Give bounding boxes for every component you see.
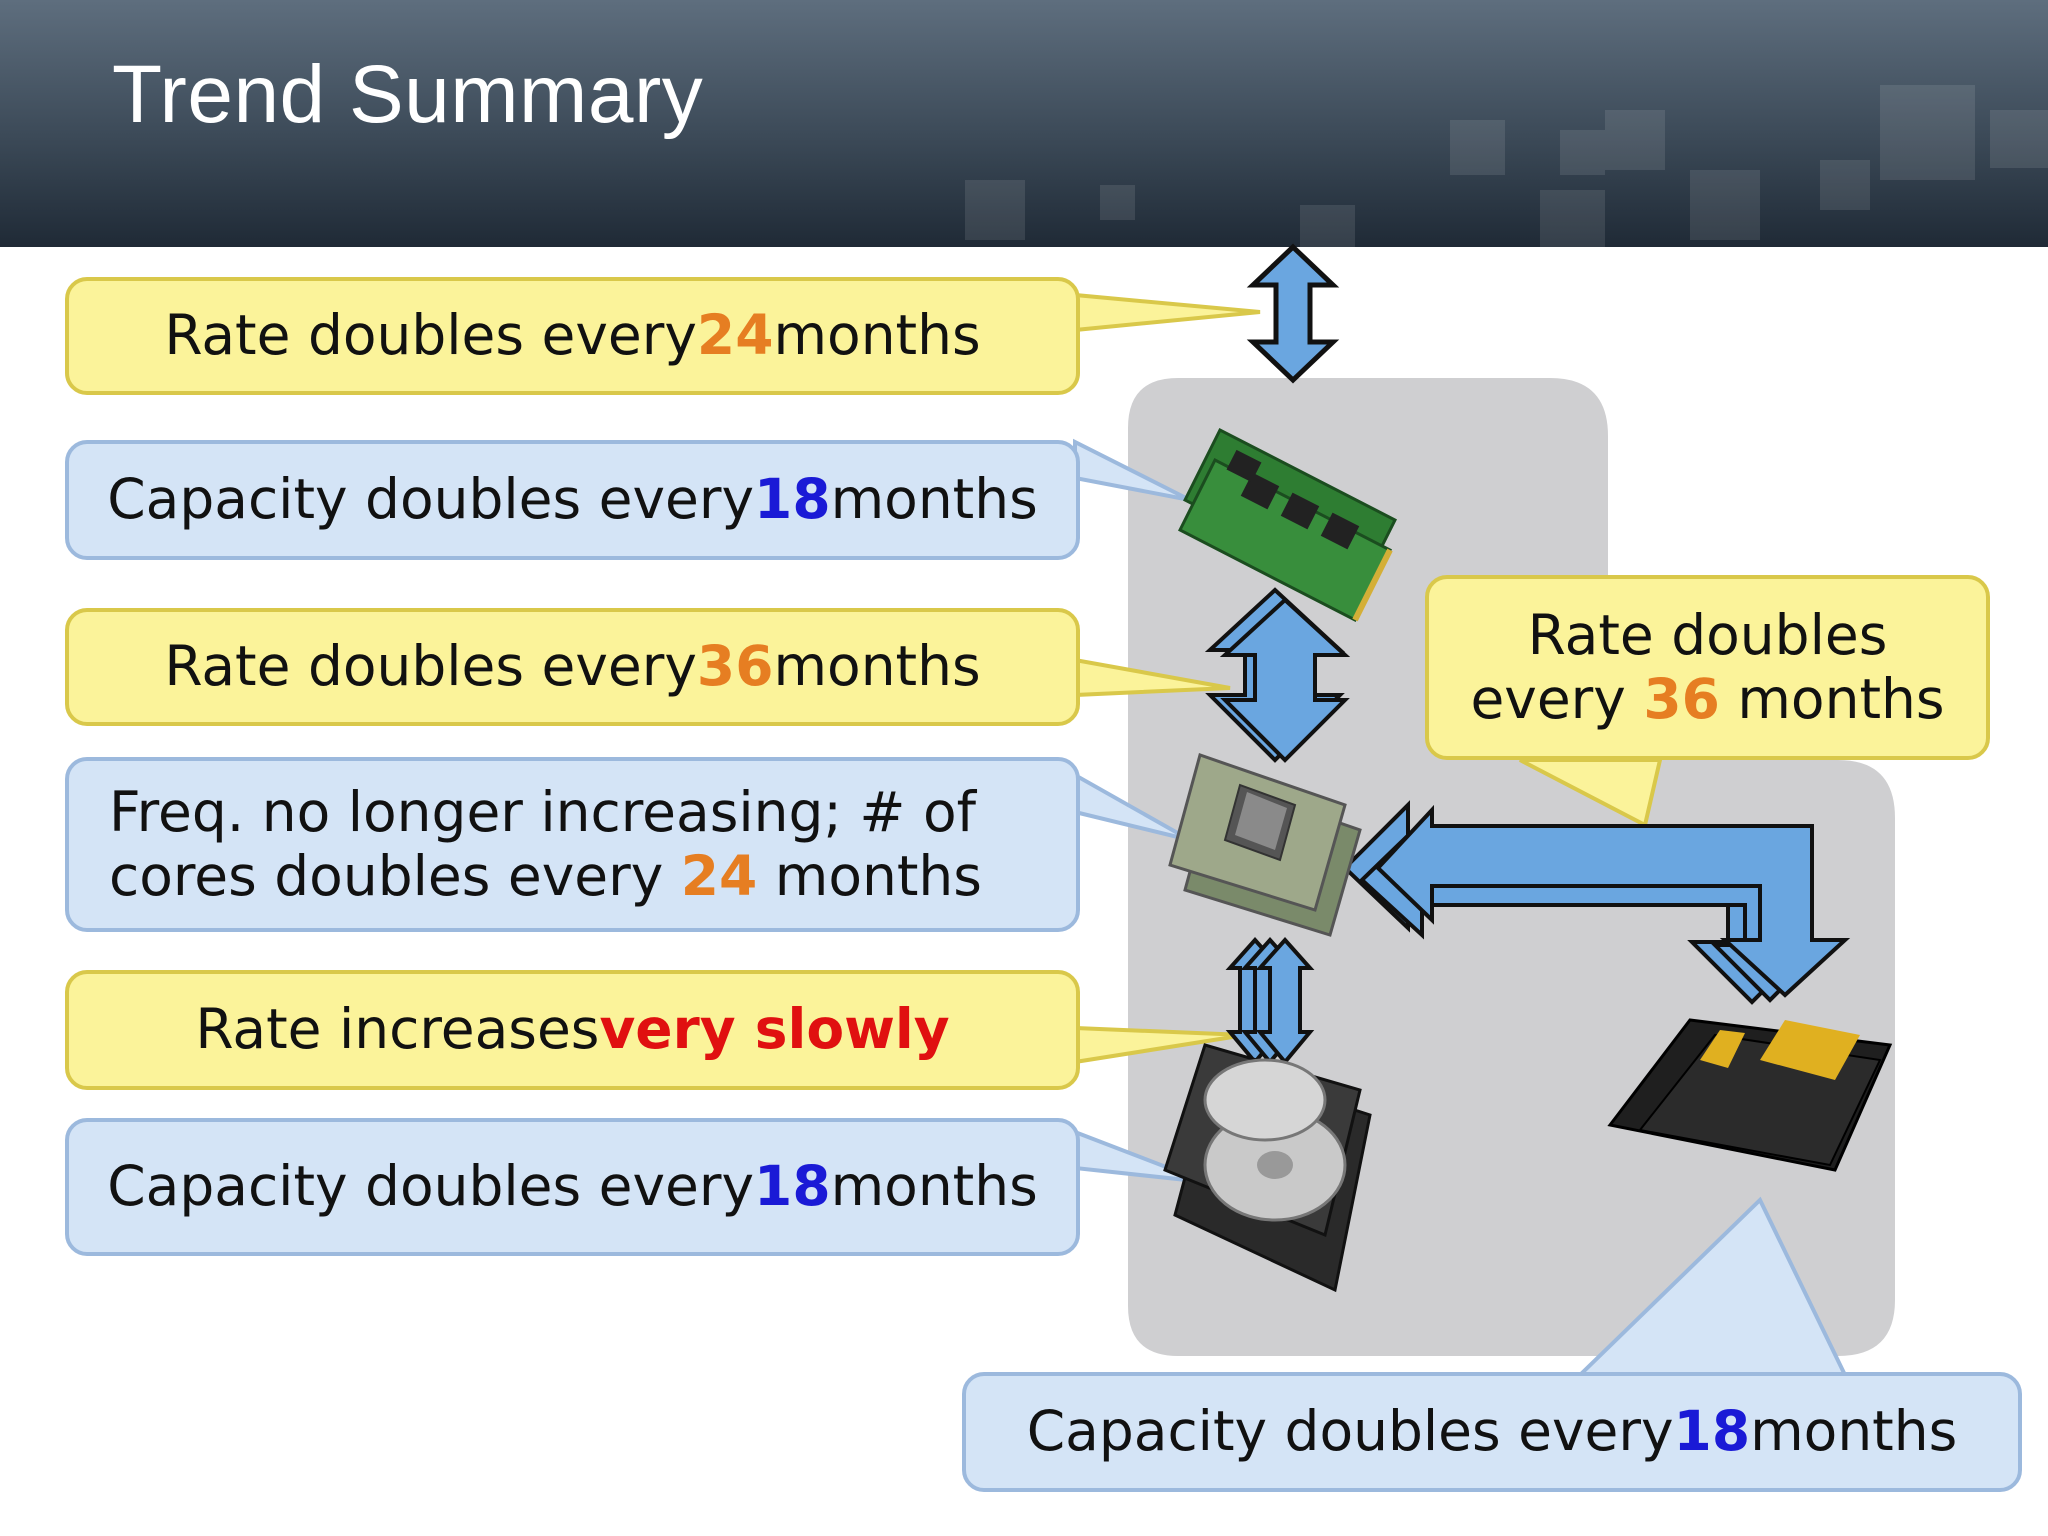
title-banner: Trend Summary	[0, 0, 2048, 247]
arrow-dram-cpu	[1204, 587, 1351, 763]
callout-dram-rate: Rate doubles every 24 months	[65, 277, 1080, 395]
callout-text: Capacity doubles every	[107, 467, 755, 532]
hard-disk-icon	[1163, 1043, 1372, 1293]
ssd-drive-icon	[1607, 1018, 1893, 1172]
callout-line: Rate doubles	[1527, 603, 1888, 668]
pointer-c1	[1073, 292, 1261, 333]
callout-text: months	[830, 1154, 1038, 1219]
callout-text: Rate doubles every	[164, 303, 697, 368]
callout-number: 36	[1643, 666, 1720, 731]
callout-number: 18	[754, 1154, 831, 1219]
callout-text: months	[757, 843, 982, 908]
callout-line: every 36 months	[1470, 666, 1945, 731]
arrow-top	[1246, 243, 1340, 384]
callout-text: months	[1719, 666, 1945, 731]
arrow-cpu-hdd	[1225, 936, 1315, 1066]
callout-text: months	[830, 467, 1038, 532]
callout-ssd-capacity: Capacity doubles every 18 months	[962, 1372, 2022, 1492]
callout-line: Freq. no longer increasing; # of	[109, 780, 977, 845]
callout-disk-rate: Rate increases very slowly	[65, 970, 1080, 1090]
dram-modules-icon	[1177, 427, 1398, 623]
pointer-c7	[1519, 758, 1663, 828]
callout-text: Capacity doubles every	[1026, 1399, 1674, 1464]
callout-number: 36	[696, 634, 774, 699]
callout-text: every	[1470, 666, 1644, 731]
callout-text: cores doubles every	[109, 843, 681, 908]
page-title: Trend Summary	[112, 49, 704, 140]
callout-text: Rate doubles every	[164, 634, 697, 699]
callout-line: cores doubles every 24 months	[109, 843, 982, 908]
callout-cpu-cores: Freq. no longer increasing; # of cores d…	[65, 757, 1080, 932]
callout-text: months	[1750, 1399, 1958, 1464]
cpu-chip-icon	[1168, 753, 1362, 937]
callout-cpu-dram-rate: Rate doubles every 36 months	[65, 608, 1080, 726]
callout-text: months	[773, 303, 981, 368]
callout-number: 24	[696, 303, 774, 368]
callout-text: months	[773, 634, 981, 699]
arrow-cpu-ssd	[1342, 800, 1851, 1005]
callout-dram-capacity: Capacity doubles every 18 months	[65, 440, 1080, 560]
callout-text: Capacity doubles every	[107, 1154, 755, 1219]
callout-number: 18	[754, 467, 831, 532]
callout-disk-capacity: Capacity doubles every 18 months	[65, 1118, 1080, 1256]
callout-text: Rate increases	[195, 997, 600, 1062]
callout-number: 18	[1673, 1399, 1751, 1464]
callout-ssd-rate: Rate doubles every 36 months	[1425, 575, 1990, 760]
callout-number: 24	[680, 843, 758, 908]
callout-highlight: very slowly	[599, 997, 950, 1062]
